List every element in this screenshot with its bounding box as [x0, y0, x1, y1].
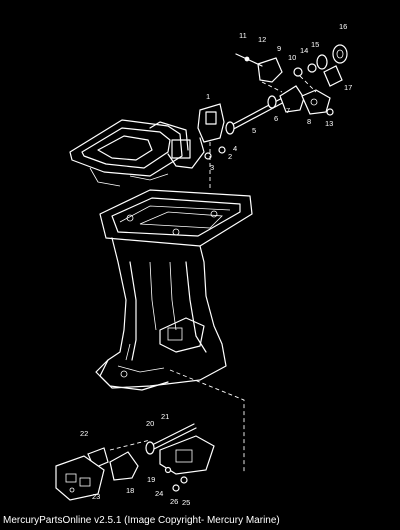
callout-10: 10 — [288, 53, 296, 62]
callout-22: 22 — [80, 429, 88, 438]
callout-13: 13 — [325, 119, 333, 128]
callout-24: 24 — [155, 489, 163, 498]
lower-mount-assembly — [55, 369, 245, 501]
callout-16: 16 — [339, 22, 347, 31]
callout-5: 5 — [252, 126, 256, 135]
callout-labels: 1 2 3 4 5 6 7 8 9 10 11 12 13 14 15 16 1… — [80, 22, 352, 507]
upper-mount-assembly — [197, 44, 348, 190]
callout-19: 19 — [147, 475, 155, 484]
driveshaft-housing — [95, 189, 253, 391]
callout-25: 25 — [182, 498, 190, 507]
callout-20: 20 — [146, 419, 154, 428]
callout-11: 11 — [239, 31, 247, 40]
callout-15: 15 — [311, 40, 319, 49]
callout-4: 4 — [233, 144, 237, 153]
callout-6: 6 — [274, 114, 278, 123]
callout-26: 26 — [170, 497, 178, 506]
callout-8: 8 — [307, 117, 311, 126]
callout-1: 1 — [206, 92, 210, 101]
callout-7: 7 — [286, 106, 290, 115]
callout-17: 17 — [344, 83, 352, 92]
image-caption: MercuryPartsOnline v2.5.1 (Image Copyrig… — [3, 515, 280, 526]
callout-21: 21 — [161, 412, 169, 421]
callout-14: 14 — [300, 46, 308, 55]
callout-12: 12 — [258, 35, 266, 44]
callout-9: 9 — [277, 44, 281, 53]
swivel-bracket — [69, 119, 205, 187]
callout-18: 18 — [126, 486, 134, 495]
callout-23: 23 — [92, 492, 100, 501]
callout-2: 2 — [228, 152, 232, 161]
callout-3: 3 — [210, 163, 214, 172]
